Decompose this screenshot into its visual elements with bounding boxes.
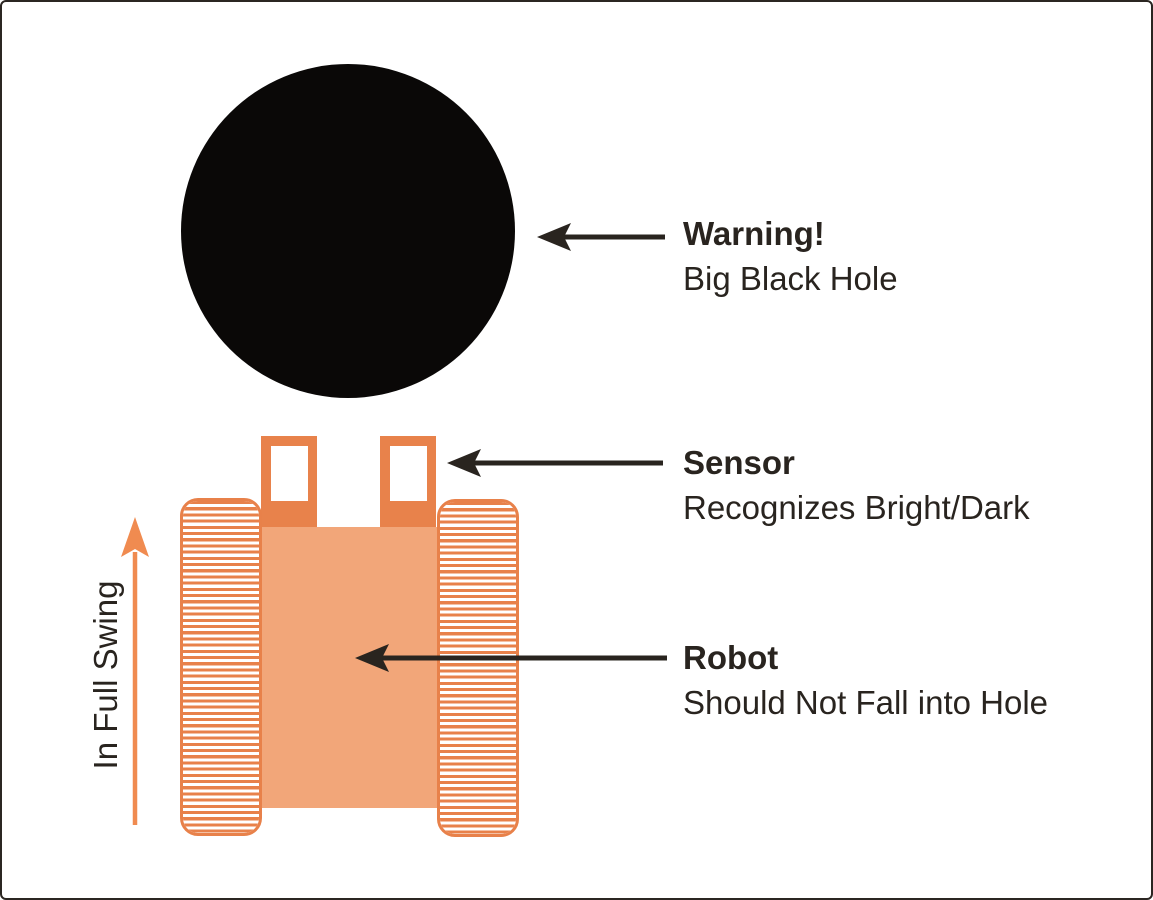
robot-wheel-left [180,498,262,836]
warning-title: Warning! [683,215,825,252]
robot-label: Robot Should Not Fall into Hole [683,635,1048,725]
warning-pointer-arrow-icon [537,223,665,251]
robot-sensor-right [380,436,436,527]
sensor-subtitle: Recognizes Bright/Dark [683,489,1030,526]
robot-wheel-right [437,499,519,837]
robot-body [262,527,437,808]
motion-direction-arrow-icon [121,517,149,825]
black-hole-shape [181,64,515,398]
sensor-window-right [390,446,427,501]
warning-label: Warning! Big Black Hole [683,211,898,301]
robot-sensor-left [261,436,317,527]
sensor-title: Sensor [683,444,795,481]
sensor-window-left [271,446,308,501]
sensor-pointer-arrow-icon [447,449,663,477]
robot-subtitle: Should Not Fall into Hole [683,684,1049,721]
motion-label: In Full Swing [87,580,124,770]
sensor-label: Sensor Recognizes Bright/Dark [683,440,1030,530]
robot-title: Robot [683,639,779,676]
warning-subtitle: Big Black Hole [683,260,898,297]
